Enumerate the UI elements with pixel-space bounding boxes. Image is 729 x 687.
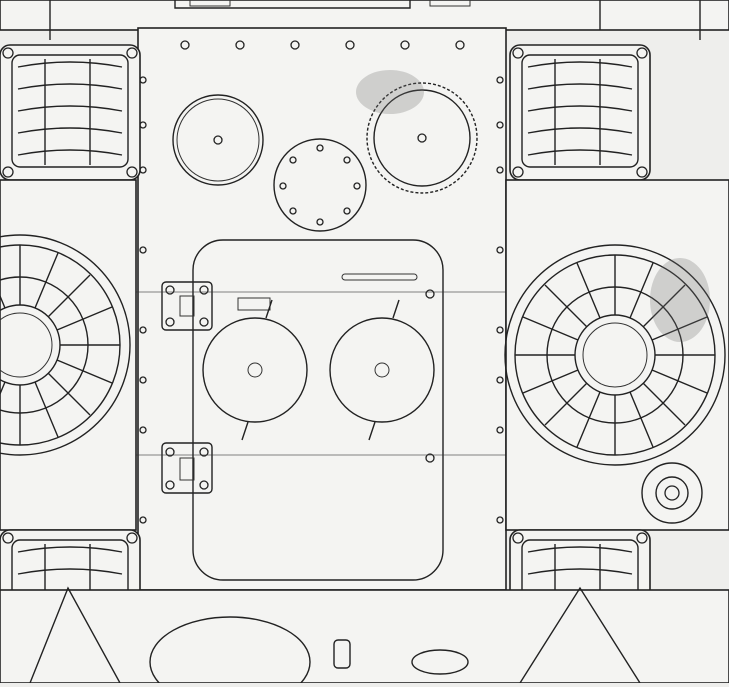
- central-deck-plate: [137, 27, 507, 591]
- air-intake-grille-upper-left: [0, 44, 141, 181]
- filler-cap-left: [172, 94, 264, 186]
- toothed-filler-cap: [366, 82, 478, 194]
- bolted-access-plate: [273, 138, 367, 232]
- periscope-mount: [641, 462, 703, 524]
- engine-access-hatch: [192, 239, 444, 581]
- air-intake-grille-upper-right: [509, 44, 651, 181]
- hatch-hinge-lower: [161, 442, 213, 494]
